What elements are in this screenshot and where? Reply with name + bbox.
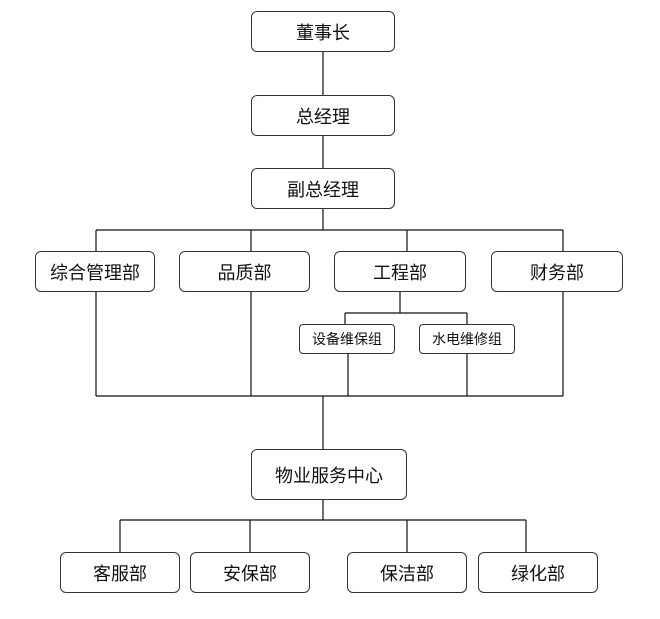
node-property-service-center: 物业服务中心 xyxy=(251,449,407,500)
node-chairman: 董事长 xyxy=(251,11,395,52)
node-equipment-maintenance-team: 设备维保组 xyxy=(299,324,395,354)
node-greening-dept: 绿化部 xyxy=(478,552,598,593)
node-general-manager: 总经理 xyxy=(251,95,395,136)
node-finance-dept: 财务部 xyxy=(491,251,623,292)
node-water-electric-maintenance-team: 水电维修组 xyxy=(419,324,515,354)
node-engineering-dept: 工程部 xyxy=(334,251,466,292)
node-quality-dept: 品质部 xyxy=(179,251,310,292)
node-security-dept: 安保部 xyxy=(190,552,310,593)
node-deputy-general-manager: 副总经理 xyxy=(251,168,395,209)
node-cleaning-dept: 保洁部 xyxy=(347,552,467,593)
node-general-management-dept: 综合管理部 xyxy=(35,251,155,292)
node-customer-service-dept: 客服部 xyxy=(60,552,180,593)
